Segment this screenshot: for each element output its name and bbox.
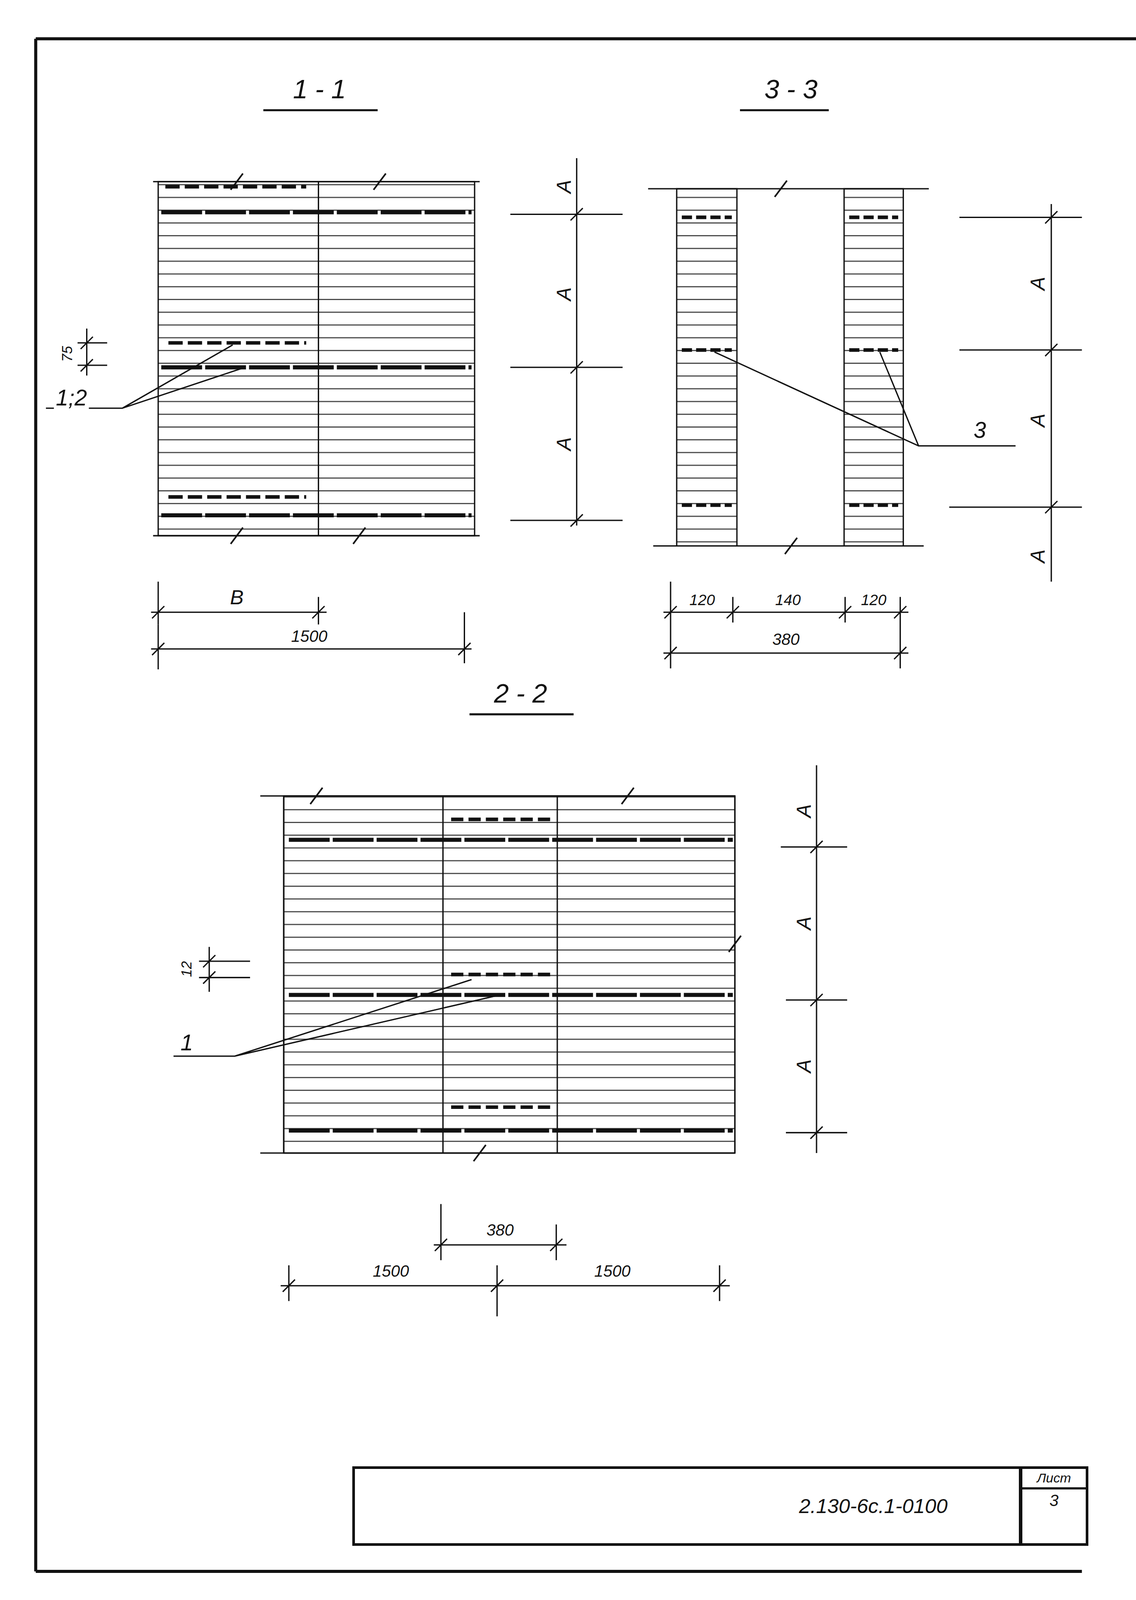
section-title: 1 - 1 [291,76,348,105]
title-block-code: 2.130-6с.1-0100 [352,1466,1022,1547]
reinforcement-mesh [681,217,899,506]
drawing-code: 2.130-6с.1-0100 [799,1494,948,1519]
dimension-line [663,581,909,669]
dimension-label: А [793,915,816,933]
title-underline [469,713,574,716]
dimension-label: 12 [179,959,195,980]
dimension-line [949,204,1083,582]
wall-outline [152,181,480,536]
wall-section [283,796,735,1154]
dimension-label: 1500 [371,1263,411,1281]
dimension-label: 75 [59,344,75,364]
section-title: 3 - 3 [762,76,820,105]
break-mark [310,788,741,1162]
dimension-label: 1;2 [54,386,89,410]
dimension-label: А [553,285,576,303]
dimension-line [280,1265,730,1317]
dimension-label: 120 [859,592,889,609]
sheet-number: 3 [1022,1490,1086,1513]
dimension-label: 1500 [289,628,330,646]
dimension-line [77,328,108,376]
dimension-line [510,158,623,527]
section-title: 2 - 2 [492,680,549,709]
dimension-line [663,647,909,660]
dimension-label: 140 [773,592,803,609]
wall-section [158,181,475,536]
dimension-line [780,765,848,1154]
dimension-label: 1500 [592,1263,633,1281]
dimension-line [198,947,251,993]
title-underline [263,109,378,112]
reinforcement-mesh [165,186,306,497]
dimension-label: А [1027,411,1049,429]
wall-section [676,188,737,546]
reinforcement-mesh [451,819,552,1108]
title-underline [739,109,829,112]
dimension-label: А [793,1058,816,1076]
leader-line [173,979,501,1057]
dimension-label: А [793,802,816,820]
dimension-label: 120 [687,592,717,609]
title-block-sheet: Лист3 [1019,1466,1089,1547]
dimension-label: 1 [178,1031,195,1056]
sheet-frame [35,38,1136,1573]
wall-outline [260,796,735,1154]
dimension-label: 3 [971,418,988,443]
dimension-line [433,1204,567,1261]
break-mark [774,180,797,555]
wall-section [844,188,904,546]
break-mark [230,173,386,545]
dimension-line [151,612,472,670]
dimension-label: А [1027,275,1049,293]
leader-line [714,352,1016,447]
sheet-caption: Лист [1022,1469,1086,1491]
dimension-line [151,581,327,625]
dimension-label: 380 [484,1222,516,1240]
reinforcement-bar [288,840,734,1132]
dimension-label: В [228,587,246,609]
dimension-label: А [553,178,576,196]
dimension-label: А [1027,547,1049,565]
dimension-label: А [553,435,576,453]
reinforcement-bar [161,212,472,516]
drawing [35,38,1136,1573]
dimension-label: 380 [770,631,802,649]
